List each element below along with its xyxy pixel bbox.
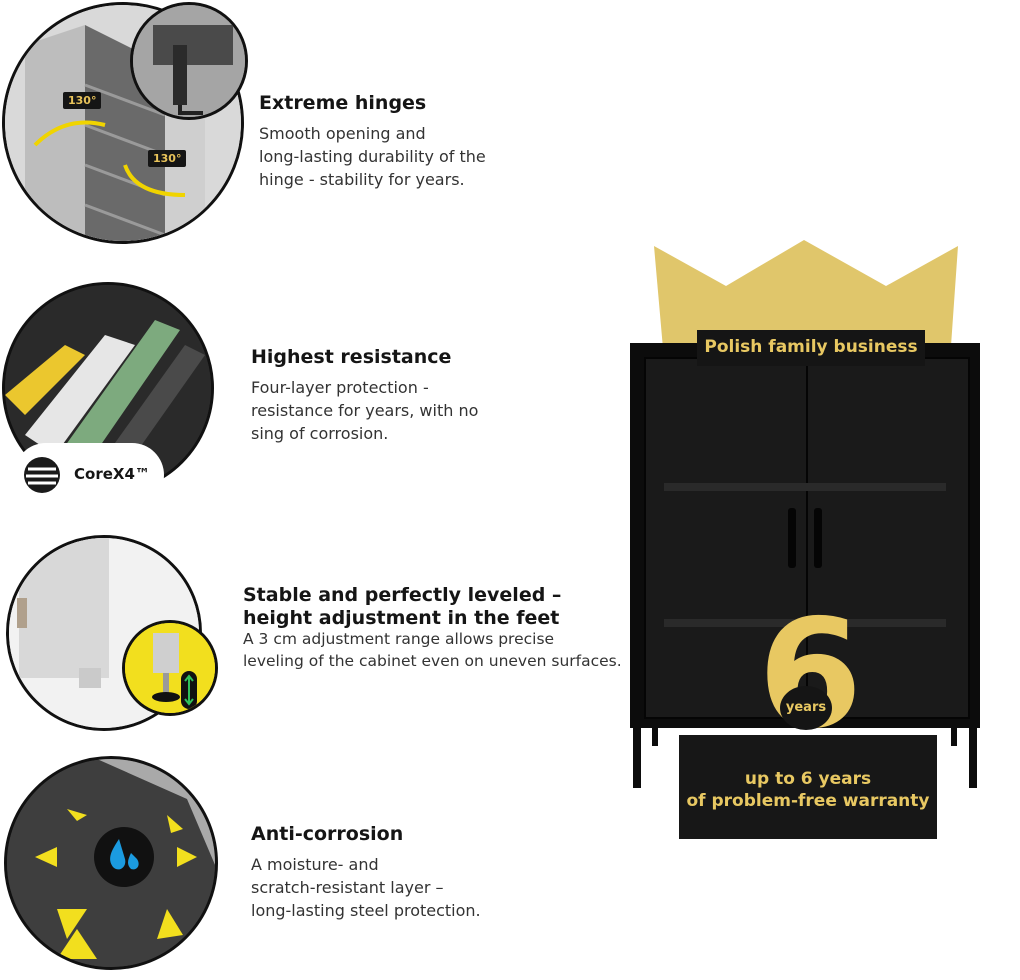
foot-adjust-image <box>122 620 218 716</box>
feature-title: Highest resistance <box>251 346 452 368</box>
years-badge <box>780 686 832 730</box>
cabinet-shelf <box>664 619 946 627</box>
cabinet-door-right <box>806 357 970 719</box>
cabinet-shelf <box>664 483 946 491</box>
cabinet-leg <box>652 728 658 746</box>
layers-logo-icon <box>24 457 60 493</box>
feature-description: Smooth opening and long-lasting durabili… <box>259 124 486 189</box>
door-handle <box>788 508 796 568</box>
warranty-box: up to 6 years of problem-free warranty <box>679 735 937 839</box>
feature-title: Extreme hinges <box>259 92 427 114</box>
cabinet-leg <box>969 728 977 788</box>
feature-title: Anti-corrosion <box>251 823 404 845</box>
feature-description: Four-layer protection - resistance for y… <box>251 378 479 443</box>
family-business-banner: Polish family business <box>697 330 925 366</box>
feature-description: A 3 cm adjustment range allows precise l… <box>243 630 622 670</box>
cabinet-leg <box>633 728 641 788</box>
feature-description: A moisture- and scratch-resistant layer … <box>251 855 481 920</box>
hinge-detail-image <box>130 2 248 120</box>
years-label: years <box>785 700 827 715</box>
door-handle <box>814 508 822 568</box>
feature-title: Stable and perfectly leveled – height ad… <box>243 584 562 629</box>
angle-badge: 130° <box>63 92 102 109</box>
corex4-label: CoreX4™ <box>74 465 150 483</box>
corrosion-image <box>4 756 218 970</box>
corex4-logo: CoreX4™ <box>14 443 164 507</box>
cabinet <box>630 343 980 728</box>
cabinet-leg <box>951 728 957 746</box>
angle-badge: 130° <box>148 150 187 167</box>
